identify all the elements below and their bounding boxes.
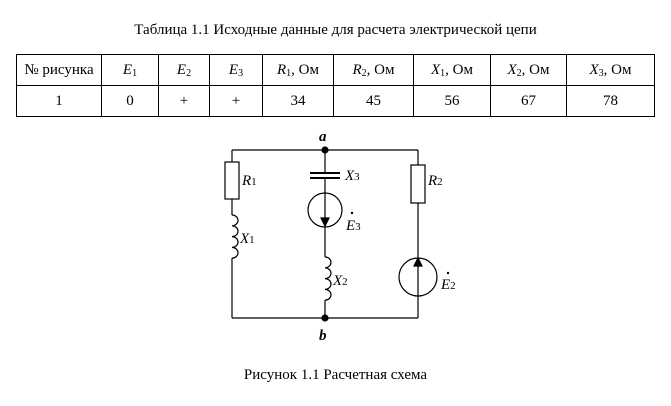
cell: 45 (333, 85, 414, 117)
data-table: № рисунка E1 E2 E3 R1, Ом R2, Ом X1, Ом … (16, 54, 655, 117)
table-row: 1 0 + + 34 45 56 67 78 (16, 85, 655, 117)
cell: 67 (490, 85, 567, 117)
inductor-x1 (231, 214, 239, 259)
source-e3 (307, 192, 343, 228)
r2-label: R2 (427, 173, 443, 189)
figure-caption: Рисунок 1.1 Расчетная схема (243, 367, 428, 383)
cell: + (209, 85, 263, 117)
header-x1: X1, Ом (413, 54, 491, 86)
x1-label: X1 (239, 231, 255, 247)
node-a-dot (321, 146, 329, 154)
r1-label: R1 (241, 173, 257, 189)
inductor-x2 (324, 256, 332, 301)
cell: + (158, 85, 210, 117)
e2-label: E2 (440, 277, 456, 293)
e3-label: E3 (345, 218, 361, 234)
e2-dot-accent (446, 271, 450, 275)
cell: 34 (262, 85, 334, 117)
header-r1: R1, Ом (262, 54, 334, 86)
header-x2: X2, Ом (490, 54, 567, 86)
x2-label: X2 (332, 273, 348, 289)
wires (231, 149, 419, 319)
x3-label: X3 (344, 168, 360, 184)
capacitor-x3 (310, 172, 340, 179)
resistor-r2 (410, 164, 426, 204)
table-header-row: № рисунка E1 E2 E3 R1, Ом R2, Ом X1, Ом … (16, 54, 655, 86)
e3-dot-accent (350, 211, 354, 215)
node-a-label: a (319, 129, 327, 145)
header-e1: E1 (101, 54, 159, 86)
source-e2 (398, 256, 438, 297)
resistor-r1 (224, 161, 240, 200)
cell: 1 (16, 85, 102, 117)
node-b-dot (321, 314, 329, 322)
node-b-label: b (319, 328, 327, 344)
cell: 78 (566, 85, 655, 117)
header-x3: X3, Ом (566, 54, 655, 86)
cell: 56 (413, 85, 491, 117)
header-figure-no: № рисунка (16, 54, 102, 86)
table-title: Таблица 1.1 Исходные данные для расчета … (134, 22, 537, 38)
